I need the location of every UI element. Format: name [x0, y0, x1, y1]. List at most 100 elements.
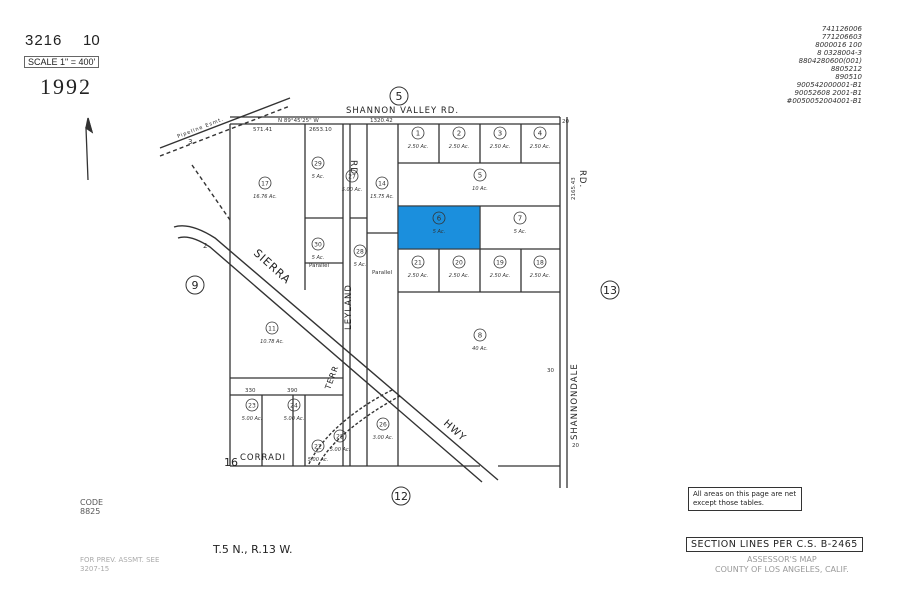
parcel-18-number: 18	[536, 260, 544, 267]
parcel-5-area: 10 Ac.	[472, 186, 488, 192]
parcel-4-area: 2.50 Ac.	[530, 144, 550, 150]
parcel-11-marker	[265, 321, 279, 335]
parcel-23-number: 23	[248, 403, 256, 410]
parcel-27-area: 5.00 Ac.	[342, 187, 362, 193]
dim-parallel-b: Parallel	[372, 270, 393, 276]
dim-3: 3	[188, 138, 192, 146]
dim-30: 30	[547, 368, 554, 374]
parcel-27-number: 27	[348, 174, 356, 181]
dim-330: 330	[245, 388, 256, 394]
parcel-25-area: 5.00 Ac.	[330, 447, 350, 453]
areas-note: All areas on this page are net except th…	[688, 487, 802, 511]
road-label-leyland: LEYLAND	[344, 284, 354, 330]
highway-label-sierra: SIERRA	[251, 247, 294, 287]
map-page-number: 10	[83, 32, 100, 49]
parcel-17-number: 17	[261, 181, 269, 188]
parcel-7-marker	[513, 211, 527, 225]
parcel-14-area: 15.75 Ac.	[370, 194, 394, 200]
section-east: 13	[603, 284, 617, 297]
parcel-22-marker	[311, 439, 325, 453]
parcel-30-number: 30	[314, 242, 322, 249]
pipeline-label: Pipeline Esmt.	[177, 117, 225, 140]
parcel-23-area: 5.00 Ac.	[242, 416, 262, 422]
parcel-18-area: 2.50 Ac.	[530, 273, 550, 279]
road-label-north: SHANNON VALLEY RD.	[346, 106, 459, 116]
parcel-19-number: 19	[496, 260, 504, 267]
parcel-26-number: 26	[379, 422, 387, 429]
map-scale: SCALE 1" = 400'	[24, 56, 100, 68]
parcel-22-area: 5.00 Ac.	[308, 457, 328, 463]
parcel-28-area: 5 Ac.	[354, 262, 367, 268]
map-book-number: 3216	[25, 32, 63, 49]
parcel-5-marker	[473, 168, 487, 182]
north-arrow-icon	[85, 117, 94, 181]
road-label-corradi: CORRADI	[240, 453, 286, 463]
parcel-6-marker	[432, 211, 446, 225]
parcel-26-marker	[376, 417, 390, 431]
dim-bearing: N 89°45'25" W	[278, 118, 319, 124]
parcel-3-area: 2.50 Ac.	[490, 144, 510, 150]
map-year: 1992	[40, 74, 92, 99]
parcel-20-marker	[452, 255, 466, 269]
dim-20b: 20	[572, 443, 579, 449]
parcel-8-number: 8	[478, 332, 482, 340]
highway-label-hwy: HWY	[441, 418, 468, 444]
parcel-4-number: 4	[538, 130, 543, 138]
section-west: 9	[192, 279, 199, 292]
parcel-1-area: 2.50 Ac.	[408, 144, 428, 150]
parcel-24-area: 5.00 Ac.	[284, 416, 304, 422]
dim-parallel-a: Parallel	[309, 263, 330, 269]
dim-390: 390	[287, 388, 298, 394]
parcel-5-number: 5	[478, 172, 482, 180]
parcel-30-area: 5 Ac.	[312, 255, 325, 261]
section-lines-note: SECTION LINES PER C.S. B-2465	[686, 537, 863, 552]
parcel-19-area: 2.50 Ac.	[490, 273, 510, 279]
parcel-11-area: 10.78 Ac.	[260, 339, 284, 345]
road-label-rd: RD	[348, 160, 358, 175]
parcel-1-marker	[411, 126, 425, 140]
section-north: 5	[396, 90, 403, 103]
parcel-8-marker	[473, 328, 487, 342]
parcel-14-marker	[375, 176, 389, 190]
parcel-22-number: 22	[314, 444, 322, 451]
parcel-2-area: 2.50 Ac.	[449, 144, 469, 150]
highlighted-parcel-6[interactable]	[397, 205, 481, 250]
parcel-21-marker	[411, 255, 425, 269]
parcel-20-area: 2.50 Ac.	[449, 273, 469, 279]
parcel-28-number: 28	[356, 249, 364, 256]
parcel-29-number: 29	[314, 161, 322, 168]
parcel-7-area: 5 Ac.	[514, 229, 527, 235]
parcel-2-marker	[452, 126, 466, 140]
section-south: 12	[394, 490, 408, 503]
parcel-1-number: 1	[416, 130, 420, 138]
dim-1320: 1320.42	[370, 118, 393, 124]
dim-2165: 2165.43	[571, 177, 577, 200]
parcel-29-marker	[311, 156, 325, 170]
parcel-11-number: 11	[268, 326, 276, 333]
road-label-east-upper: RD.	[577, 170, 587, 188]
parcel-7-number: 7	[518, 215, 522, 223]
parcel-28-marker	[353, 244, 367, 258]
road-label-east-lower: SHANNONDALE	[570, 363, 580, 440]
parcel-21-area: 2.50 Ac.	[408, 273, 428, 279]
parcel-24-marker	[287, 398, 301, 412]
parcel-20-number: 20	[455, 260, 463, 267]
parcel-26-area: 3.00 Ac.	[373, 435, 393, 441]
parcel-17-marker	[258, 176, 272, 190]
parcel-19-marker	[493, 255, 507, 269]
township-range: T.5 N., R.13 W.	[213, 543, 293, 556]
parcel-3-number: 3	[498, 130, 502, 138]
parcel-24-number: 24	[290, 403, 298, 410]
parcel-18-marker	[533, 255, 547, 269]
parcel-14-number: 14	[378, 181, 386, 188]
parcel-3-marker	[493, 126, 507, 140]
dim-2653: 2653.10	[309, 127, 332, 133]
dim-571: 571.41	[253, 127, 272, 133]
section-corner: 16	[224, 456, 238, 469]
parcel-8-area: 40 Ac.	[472, 346, 488, 352]
parcel-30-marker	[311, 237, 325, 251]
